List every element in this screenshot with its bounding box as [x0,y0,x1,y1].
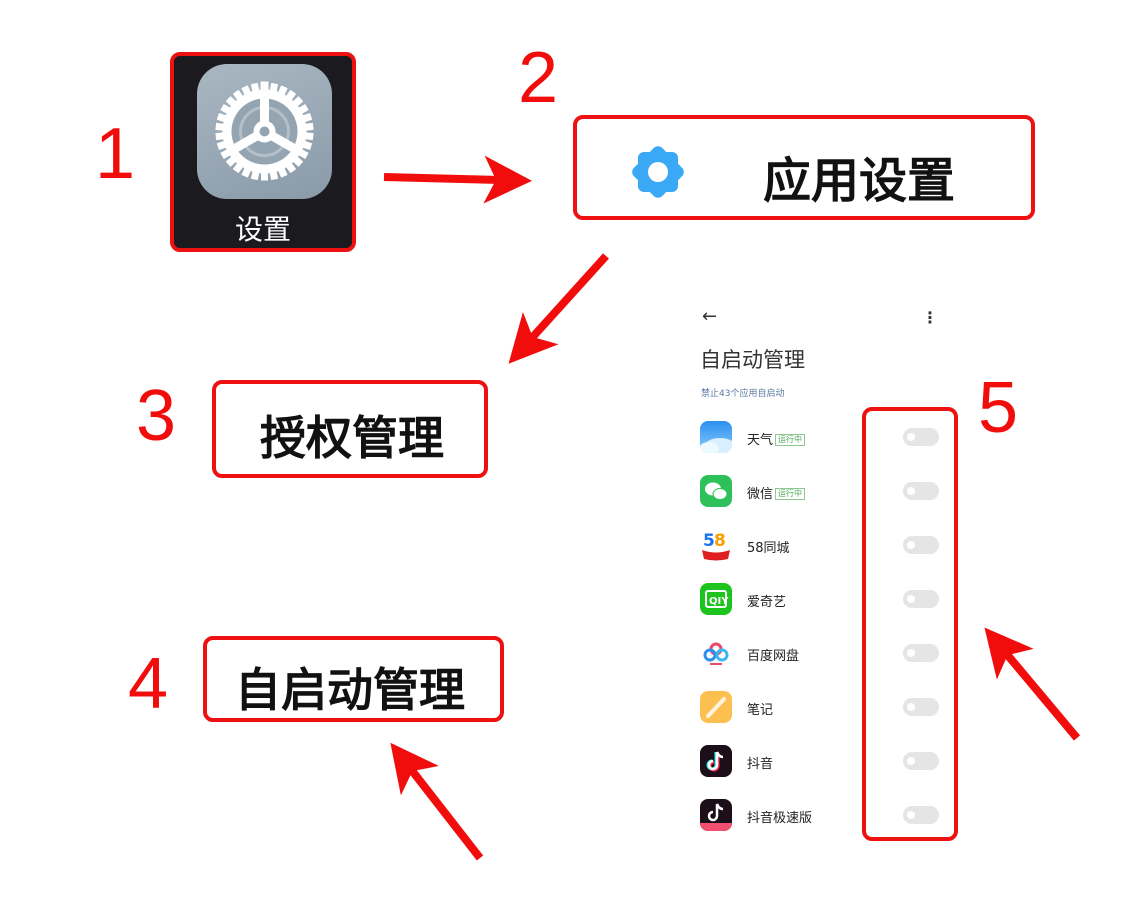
svg-text:5: 5 [703,531,715,551]
autostart-toggle-58[interactable] [903,536,939,554]
notes-icon [700,691,732,723]
app-name: 微信 [747,487,774,502]
app-row-baidu-netdisk: 百度网盘 [700,633,950,673]
baidu-netdisk-icon [700,637,732,669]
wechat-icon [700,475,732,507]
step-number-3: 3 [136,376,177,456]
douyin-icon [700,745,732,777]
app-row-douyin: 抖音 [700,741,950,781]
blue-gear-icon [627,141,689,203]
step-number-2: 2 [518,38,559,118]
autostart-management-item[interactable]: 自启动管理 [203,636,504,722]
arrow-to-4 [390,742,484,861]
app-name: 爱奇艺 [747,595,787,610]
back-arrow-icon[interactable]: ← [702,306,718,327]
app-row-wechat: 微信运行中 [700,471,950,511]
autostart-toggle-douyin-lite[interactable] [903,806,939,824]
blocked-count-subtitle: 禁止43个应用自启动 [701,389,785,399]
autostart-toggle-weather[interactable] [903,428,939,446]
svg-text:8: 8 [714,531,726,551]
app-row-weather: 天气运行中 [700,417,950,457]
step-number-4: 4 [128,644,169,724]
app-row-notes: 笔记 [700,687,950,727]
app-name: 58同城 [747,541,790,556]
app-name: 抖音极速版 [747,811,813,826]
arrow-2-to-3 [508,253,609,364]
douyin-lite-icon [700,799,732,831]
running-badge: 运行中 [775,488,806,500]
toggles-highlight-box [862,407,958,841]
settings-app-icon[interactable]: 设置 [170,52,356,252]
page-title: 自启动管理 [700,348,805,372]
more-options-icon[interactable]: ⋮ [922,308,938,327]
arrow-to-5 [984,627,1081,741]
autostart-toggle-wechat[interactable] [903,482,939,500]
app-settings-item[interactable]: 应用设置 [573,115,1035,220]
settings-gear-icon [197,64,332,199]
autostart-management-label: 自启动管理 [235,663,465,717]
iqiyi-icon: QIY [700,583,732,615]
authorization-management-item[interactable]: 授权管理 [212,380,488,478]
autostart-toggle-douyin[interactable] [903,752,939,770]
weather-icon [700,421,732,453]
autostart-toggle-baidu-netdisk[interactable] [903,644,939,662]
app-name: 笔记 [747,703,774,718]
app-name: 抖音 [747,757,774,772]
autostart-toggle-iqiyi[interactable] [903,590,939,608]
arrow-1-to-2 [383,155,532,204]
app-name: 百度网盘 [747,649,800,664]
settings-app-label: 设置 [234,213,291,246]
app-row-iqiyi: QIY 爱奇艺 [700,579,950,619]
svg-text:QIY: QIY [709,596,729,607]
app-row-douyin-lite: 抖音极速版 [700,795,950,835]
app-settings-label: 应用设置 [763,153,956,209]
running-badge: 运行中 [775,434,806,446]
autostart-toggle-notes[interactable] [903,698,939,716]
authorization-management-label: 授权管理 [260,411,444,465]
app-name: 天气 [747,433,774,448]
step-number-5: 5 [978,368,1019,448]
step-number-1: 1 [95,114,136,194]
